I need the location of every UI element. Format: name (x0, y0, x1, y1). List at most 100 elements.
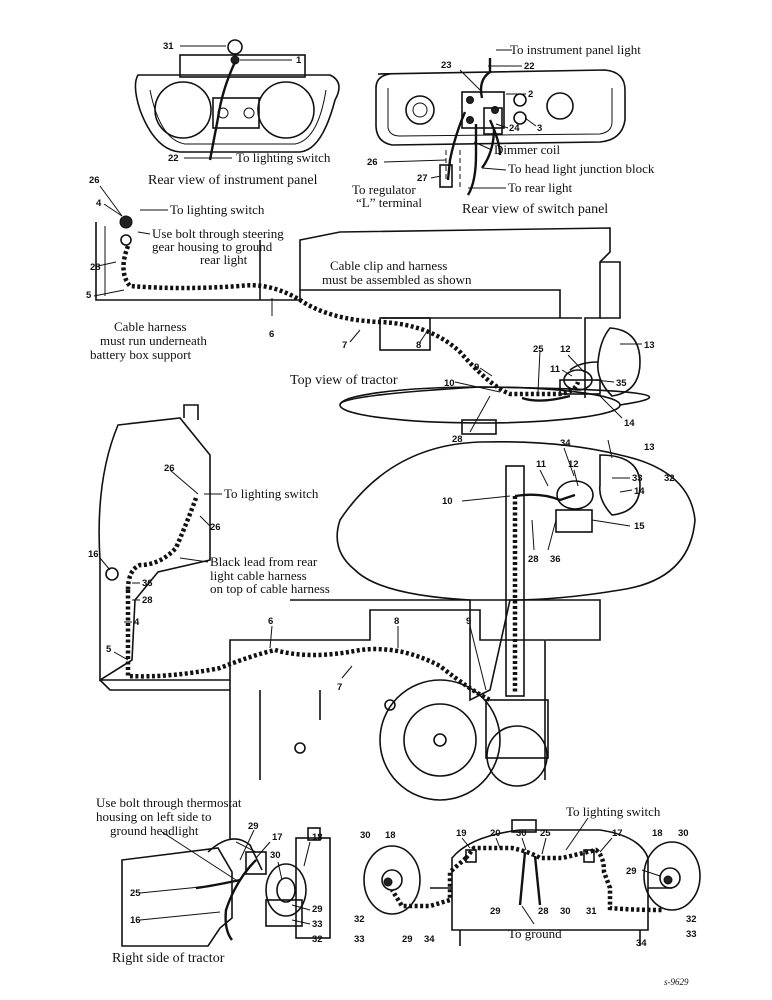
black-lead-line3: on top of cable harness (210, 581, 330, 596)
harness-note-line3: battery box support (90, 347, 191, 362)
black-lead-line1: Black lead from rear (210, 554, 318, 569)
callout-33: 33 (354, 934, 365, 945)
thermostat-note-line3: ground headlight (110, 823, 199, 838)
callout-28: 28 (538, 906, 549, 917)
front-view-tractor (363, 817, 701, 946)
to-head-light-junction-block-label: To head light junction block (508, 161, 655, 176)
top-view-caption: Top view of tractor (290, 373, 398, 388)
callout-5: 5 (86, 290, 92, 301)
l-terminal-label: “L” terminal (356, 195, 422, 210)
callout-36b: 36 (550, 554, 561, 565)
instrument-panel-view (134, 39, 340, 161)
switch-panel-caption: Rear view of switch panel (462, 202, 608, 217)
callout-27: 27 (417, 173, 428, 184)
bolt-note-line3: rear light (200, 252, 248, 267)
callout-12: 12 (560, 344, 571, 355)
callout-8: 8 (416, 340, 421, 351)
callout-4: 4 (134, 617, 140, 628)
callout-13: 13 (644, 442, 655, 453)
callout-18b: 18 (652, 828, 663, 839)
callout-25: 25 (533, 344, 544, 355)
switch-panel-view (375, 49, 626, 196)
to-lighting-switch-label: To lighting switch (236, 150, 331, 165)
callout-6: 6 (269, 329, 274, 340)
callout-31: 31 (163, 41, 174, 52)
callout-14: 14 (634, 486, 645, 497)
callout-29b: 29 (402, 934, 413, 945)
callout-17: 17 (612, 828, 623, 839)
callout-32b: 32 (686, 914, 697, 925)
callout-32: 32 (354, 914, 365, 925)
to-rear-light-label: To rear light (508, 180, 572, 195)
callout-29b: 29 (312, 904, 323, 915)
harness-note-line2: must run underneath (100, 333, 207, 348)
callout-13: 13 (644, 340, 655, 351)
callout-34: 34 (560, 438, 571, 449)
callout-29: 29 (248, 821, 259, 832)
callout-10: 10 (444, 378, 455, 389)
callout-29: 29 (626, 866, 637, 877)
callout-33: 33 (312, 919, 323, 930)
callout-10: 10 (442, 496, 453, 507)
to-ground-label: To ground (508, 926, 562, 941)
callout-9: 9 (474, 362, 479, 373)
callout-18: 18 (385, 830, 396, 841)
side-view-tractor (98, 404, 696, 840)
callout-30d: 30 (560, 906, 571, 917)
to-lighting-switch-label: To lighting switch (566, 804, 661, 819)
callout-30: 30 (360, 830, 371, 841)
bolt-note-line2: gear housing to ground (152, 239, 273, 254)
callout-16: 16 (130, 915, 141, 926)
callout-28b: 28 (528, 554, 539, 565)
callout-5: 5 (106, 644, 112, 655)
callout-24: 24 (509, 123, 520, 134)
thermostat-note-line1: Use bolt through thermostat (96, 795, 242, 810)
callout-17: 17 (272, 832, 283, 843)
callout-33: 33 (632, 473, 643, 484)
callout-28: 28 (90, 262, 101, 273)
callout-25: 25 (540, 828, 551, 839)
callout-11: 11 (536, 459, 547, 470)
callout-29c: 29 (490, 906, 501, 917)
callout-32: 32 (664, 473, 675, 484)
callout-9: 9 (466, 616, 471, 627)
figure-code: s-9629 (664, 977, 689, 987)
to-instrument-panel-light-label: To instrument panel light (510, 42, 641, 57)
instrument-panel-caption: Rear view of instrument panel (148, 173, 318, 188)
callout-19: 19 (456, 828, 467, 839)
harness-note-line1: Cable harness (114, 319, 187, 334)
callout-26: 26 (367, 157, 378, 168)
callout-15: 15 (634, 521, 645, 532)
callout-23: 23 (441, 60, 452, 71)
callout-32: 32 (312, 934, 323, 945)
clip-note-line1: Cable clip and harness (330, 258, 447, 273)
thermostat-note-line2: housing on left side to (96, 809, 212, 824)
callout-7: 7 (337, 682, 342, 693)
callout-28: 28 (142, 595, 153, 606)
callout-7: 7 (342, 340, 347, 351)
callout-31: 31 (586, 906, 597, 917)
callout-33b: 33 (686, 929, 697, 940)
callout-16: 16 (88, 549, 99, 560)
right-side-view (121, 827, 331, 947)
callout-35: 35 (616, 378, 627, 389)
callout-30c: 30 (678, 828, 689, 839)
callout-30b: 30 (516, 828, 527, 839)
callout-12: 12 (568, 459, 579, 470)
callout-26: 26 (89, 175, 100, 186)
to-lighting-switch-label: To lighting switch (224, 486, 319, 501)
black-lead-line2: light cable harness (210, 568, 307, 583)
callout-8: 8 (394, 616, 399, 627)
top-view-tractor (93, 185, 651, 435)
right-side-caption: Right side of tractor (112, 951, 225, 966)
clip-note-line2: must be assembled as shown (322, 272, 472, 287)
callout-3: 3 (537, 123, 542, 134)
callout-36: 36 (142, 578, 153, 589)
to-regulator-label: To regulator (352, 182, 416, 197)
callout-26b: 26 (210, 522, 221, 533)
callout-28b: 28 (452, 434, 463, 445)
callout-26: 26 (164, 463, 175, 474)
callout-20: 20 (490, 828, 501, 839)
callout-18: 18 (312, 832, 323, 843)
callout-30: 30 (270, 850, 281, 861)
